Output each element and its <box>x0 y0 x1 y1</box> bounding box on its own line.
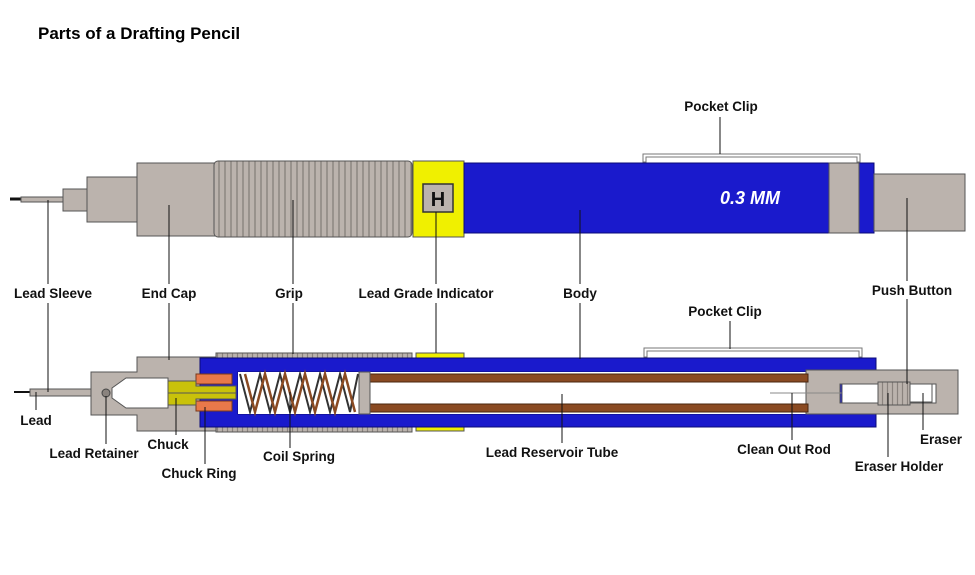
clip-band <box>828 162 860 234</box>
lead-sleeve-section <box>29 388 93 397</box>
diagram-title: Parts of a Drafting Pencil <box>38 24 240 43</box>
end-cap-cavity <box>111 377 169 409</box>
chuck-ring-part-bottom <box>195 400 233 412</box>
leader-lines <box>35 117 924 464</box>
lead-reservoir-tube-bottom <box>369 403 809 413</box>
lead-retainer-part <box>101 388 111 398</box>
label-pocket-clip-bottom: Pocket Clip <box>688 304 762 319</box>
label-push-button: Push Button <box>872 283 952 298</box>
lead-reservoir-tube-top <box>369 373 809 383</box>
lead-grade-letter: H <box>431 189 445 211</box>
label-lead-sleeve: Lead Sleeve <box>14 286 93 301</box>
label-body: Body <box>563 286 597 301</box>
spring-seat <box>358 371 371 415</box>
chuck-ring-part-top <box>195 373 233 385</box>
label-lead-retainer: Lead Retainer <box>49 446 139 461</box>
label-eraser-holder: Eraser Holder <box>855 459 944 474</box>
nose-cone <box>62 188 89 212</box>
body-exterior <box>463 162 875 234</box>
label-eraser: Eraser <box>920 432 963 447</box>
end-cap-exterior <box>86 176 139 223</box>
label-lead-grade-indicator: Lead Grade Indicator <box>358 286 494 301</box>
label-chuck: Chuck <box>147 437 189 452</box>
label-lead: Lead <box>20 413 52 428</box>
grip-exterior <box>213 160 413 238</box>
labels: Lead Sleeve End Cap Grip Lead Grade Indi… <box>14 99 963 481</box>
lead-sleeve-exterior <box>20 196 65 203</box>
end-cap-exterior-step <box>136 162 216 237</box>
lead-grade-window <box>422 183 454 213</box>
coil-spring-part <box>239 369 359 417</box>
pencil-exterior: H 0.3 MM <box>10 153 966 238</box>
pocket-clip-exterior <box>642 153 861 163</box>
label-clean-out-rod: Clean Out Rod <box>737 442 831 457</box>
eraser-holder-grip <box>877 381 911 406</box>
label-lead-reservoir-tube: Lead Reservoir Tube <box>486 445 619 460</box>
pocket-clip-section <box>643 347 863 358</box>
label-end-cap: End Cap <box>142 286 197 301</box>
label-chuck-ring: Chuck Ring <box>161 466 236 481</box>
label-coil-spring: Coil Spring <box>263 449 335 464</box>
label-grip: Grip <box>275 286 303 301</box>
pencil-cross-section <box>14 347 959 433</box>
push-button-exterior <box>873 173 966 232</box>
eraser-part <box>909 383 933 403</box>
label-pocket-clip-top: Pocket Clip <box>684 99 758 114</box>
lead-size-label: 0.3 MM <box>720 188 781 208</box>
